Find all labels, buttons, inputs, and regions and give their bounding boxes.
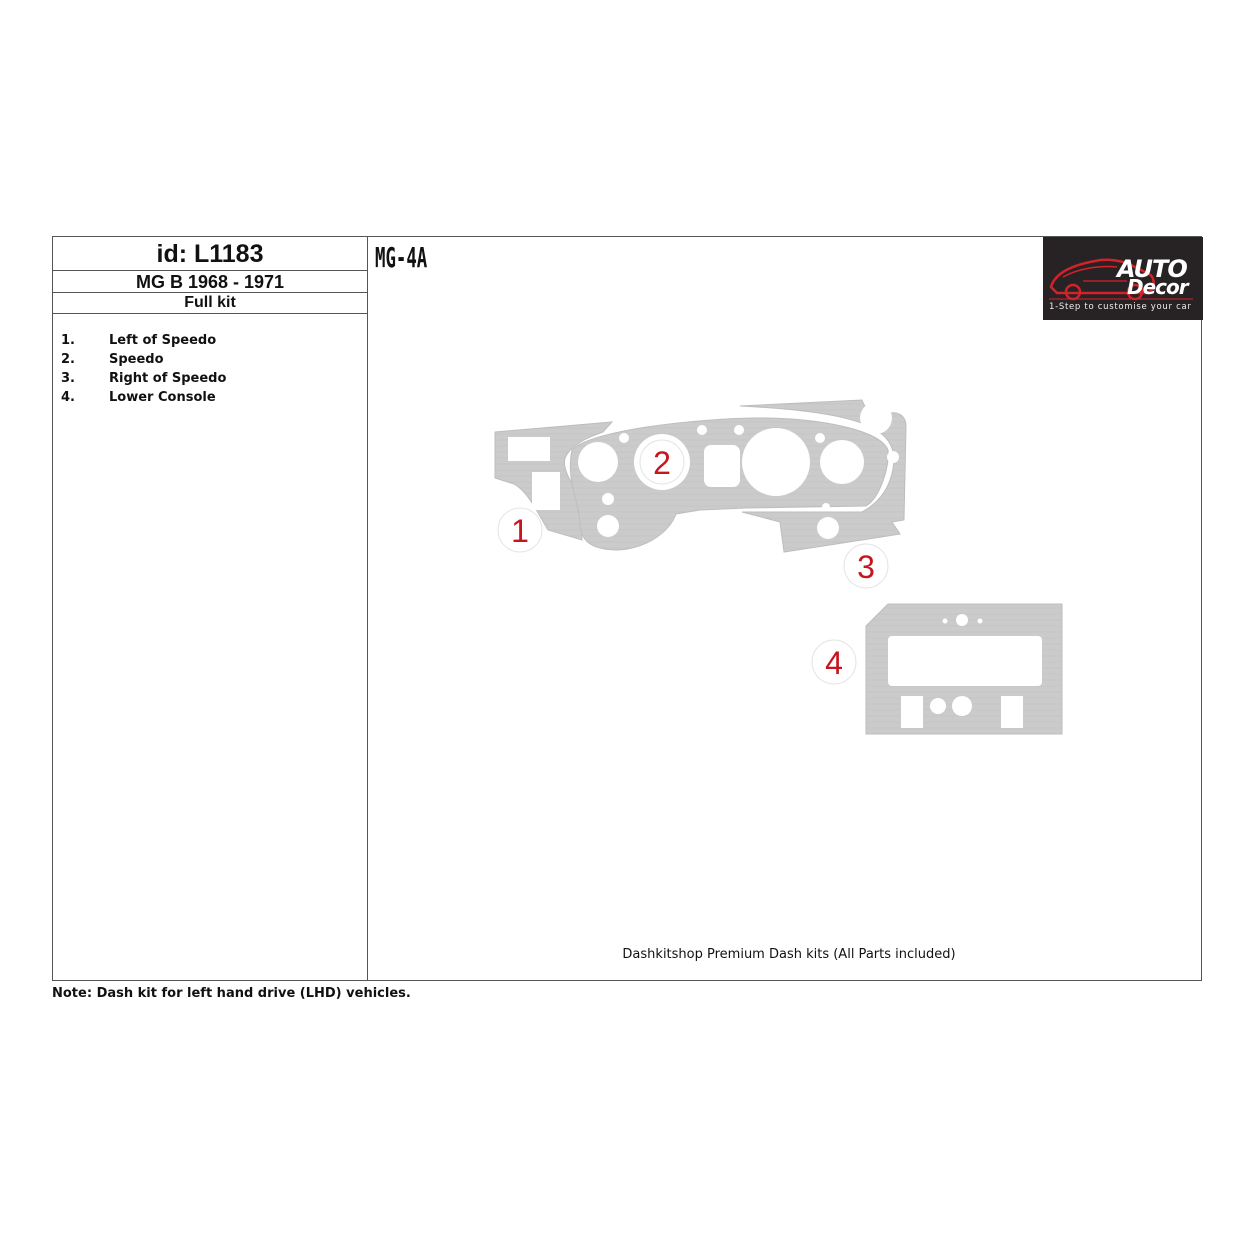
small-hole — [602, 493, 614, 505]
item-number: 3. — [61, 371, 75, 386]
small-hole — [817, 517, 839, 539]
part-lower-console — [865, 603, 1063, 735]
brand-logo: AUTO Decor 1-Step to customise your car — [1043, 237, 1203, 320]
logo-tagline: 1-Step to customise your car — [1049, 302, 1192, 312]
small-hole — [956, 614, 968, 626]
small-hole — [815, 433, 825, 443]
cutout — [901, 696, 923, 728]
cutout — [1001, 696, 1023, 728]
callout-number: 3 — [857, 549, 875, 585]
small-hole — [952, 696, 972, 716]
small-hole — [887, 451, 899, 463]
spec-sheet: id: L1183 MG B 1968 - 1971 Full kit 1. Le… — [52, 236, 1203, 981]
gauge-hole — [860, 402, 892, 434]
callout-number: 1 — [511, 513, 529, 549]
small-hole — [697, 425, 707, 435]
cutout — [888, 636, 1042, 686]
gauge-hole — [820, 440, 864, 484]
small-hole — [597, 515, 619, 537]
gauge-hole — [578, 442, 618, 482]
product-id: id: L1183 — [53, 237, 367, 271]
item-number: 4. — [61, 390, 75, 405]
car-silhouette-icon — [1049, 258, 1193, 301]
callout-number: 2 — [653, 445, 671, 481]
item-name: Left of Speedo — [109, 333, 217, 348]
item-number: 2. — [61, 352, 75, 367]
gauge-hole — [704, 445, 740, 487]
callout-4: 4 — [811, 639, 857, 685]
diagram-caption: Dashkitshop Premium Dash kits (All Parts… — [622, 947, 956, 962]
list-item: 3. Right of Speedo — [61, 369, 226, 388]
callout-3: 3 — [843, 543, 889, 589]
list-item: 4. Lower Console — [61, 388, 226, 407]
item-number: 1. — [61, 333, 75, 348]
list-item: 1. Left of Speedo — [61, 331, 226, 350]
part-left-of-speedo — [494, 421, 614, 541]
part-right-of-speedo — [739, 399, 907, 553]
logo-word-auto: AUTO — [1117, 255, 1188, 283]
callout-number: 4 — [825, 645, 843, 681]
small-hole — [734, 425, 744, 435]
cutout — [508, 437, 550, 461]
callout-1: 1 — [497, 507, 543, 553]
item-name: Speedo — [109, 352, 164, 367]
callout-2: 2 — [639, 439, 685, 485]
footnote: Note: Dash kit for left hand drive (LHD)… — [52, 986, 411, 1001]
small-hole — [822, 503, 830, 511]
kit-type: Full kit — [53, 293, 367, 314]
small-hole — [619, 433, 629, 443]
gauge-hole — [742, 428, 810, 496]
model-code: MG-4A — [375, 241, 428, 274]
small-hole — [977, 618, 983, 624]
logo-word-decor: Decor — [1127, 275, 1189, 299]
vehicle-model: MG B 1968 - 1971 — [53, 271, 367, 293]
item-name: Lower Console — [109, 390, 216, 405]
item-name: Right of Speedo — [109, 371, 227, 386]
parts-list: 1. Left of Speedo 2. Speedo 3. Right of Spe… — [61, 331, 226, 407]
cutout — [532, 472, 560, 510]
list-item: 2. Speedo — [61, 350, 226, 369]
small-hole — [930, 698, 946, 714]
small-hole — [942, 618, 948, 624]
info-panel: id: L1183 MG B 1968 - 1971 Full kit 1. Le… — [53, 237, 368, 980]
